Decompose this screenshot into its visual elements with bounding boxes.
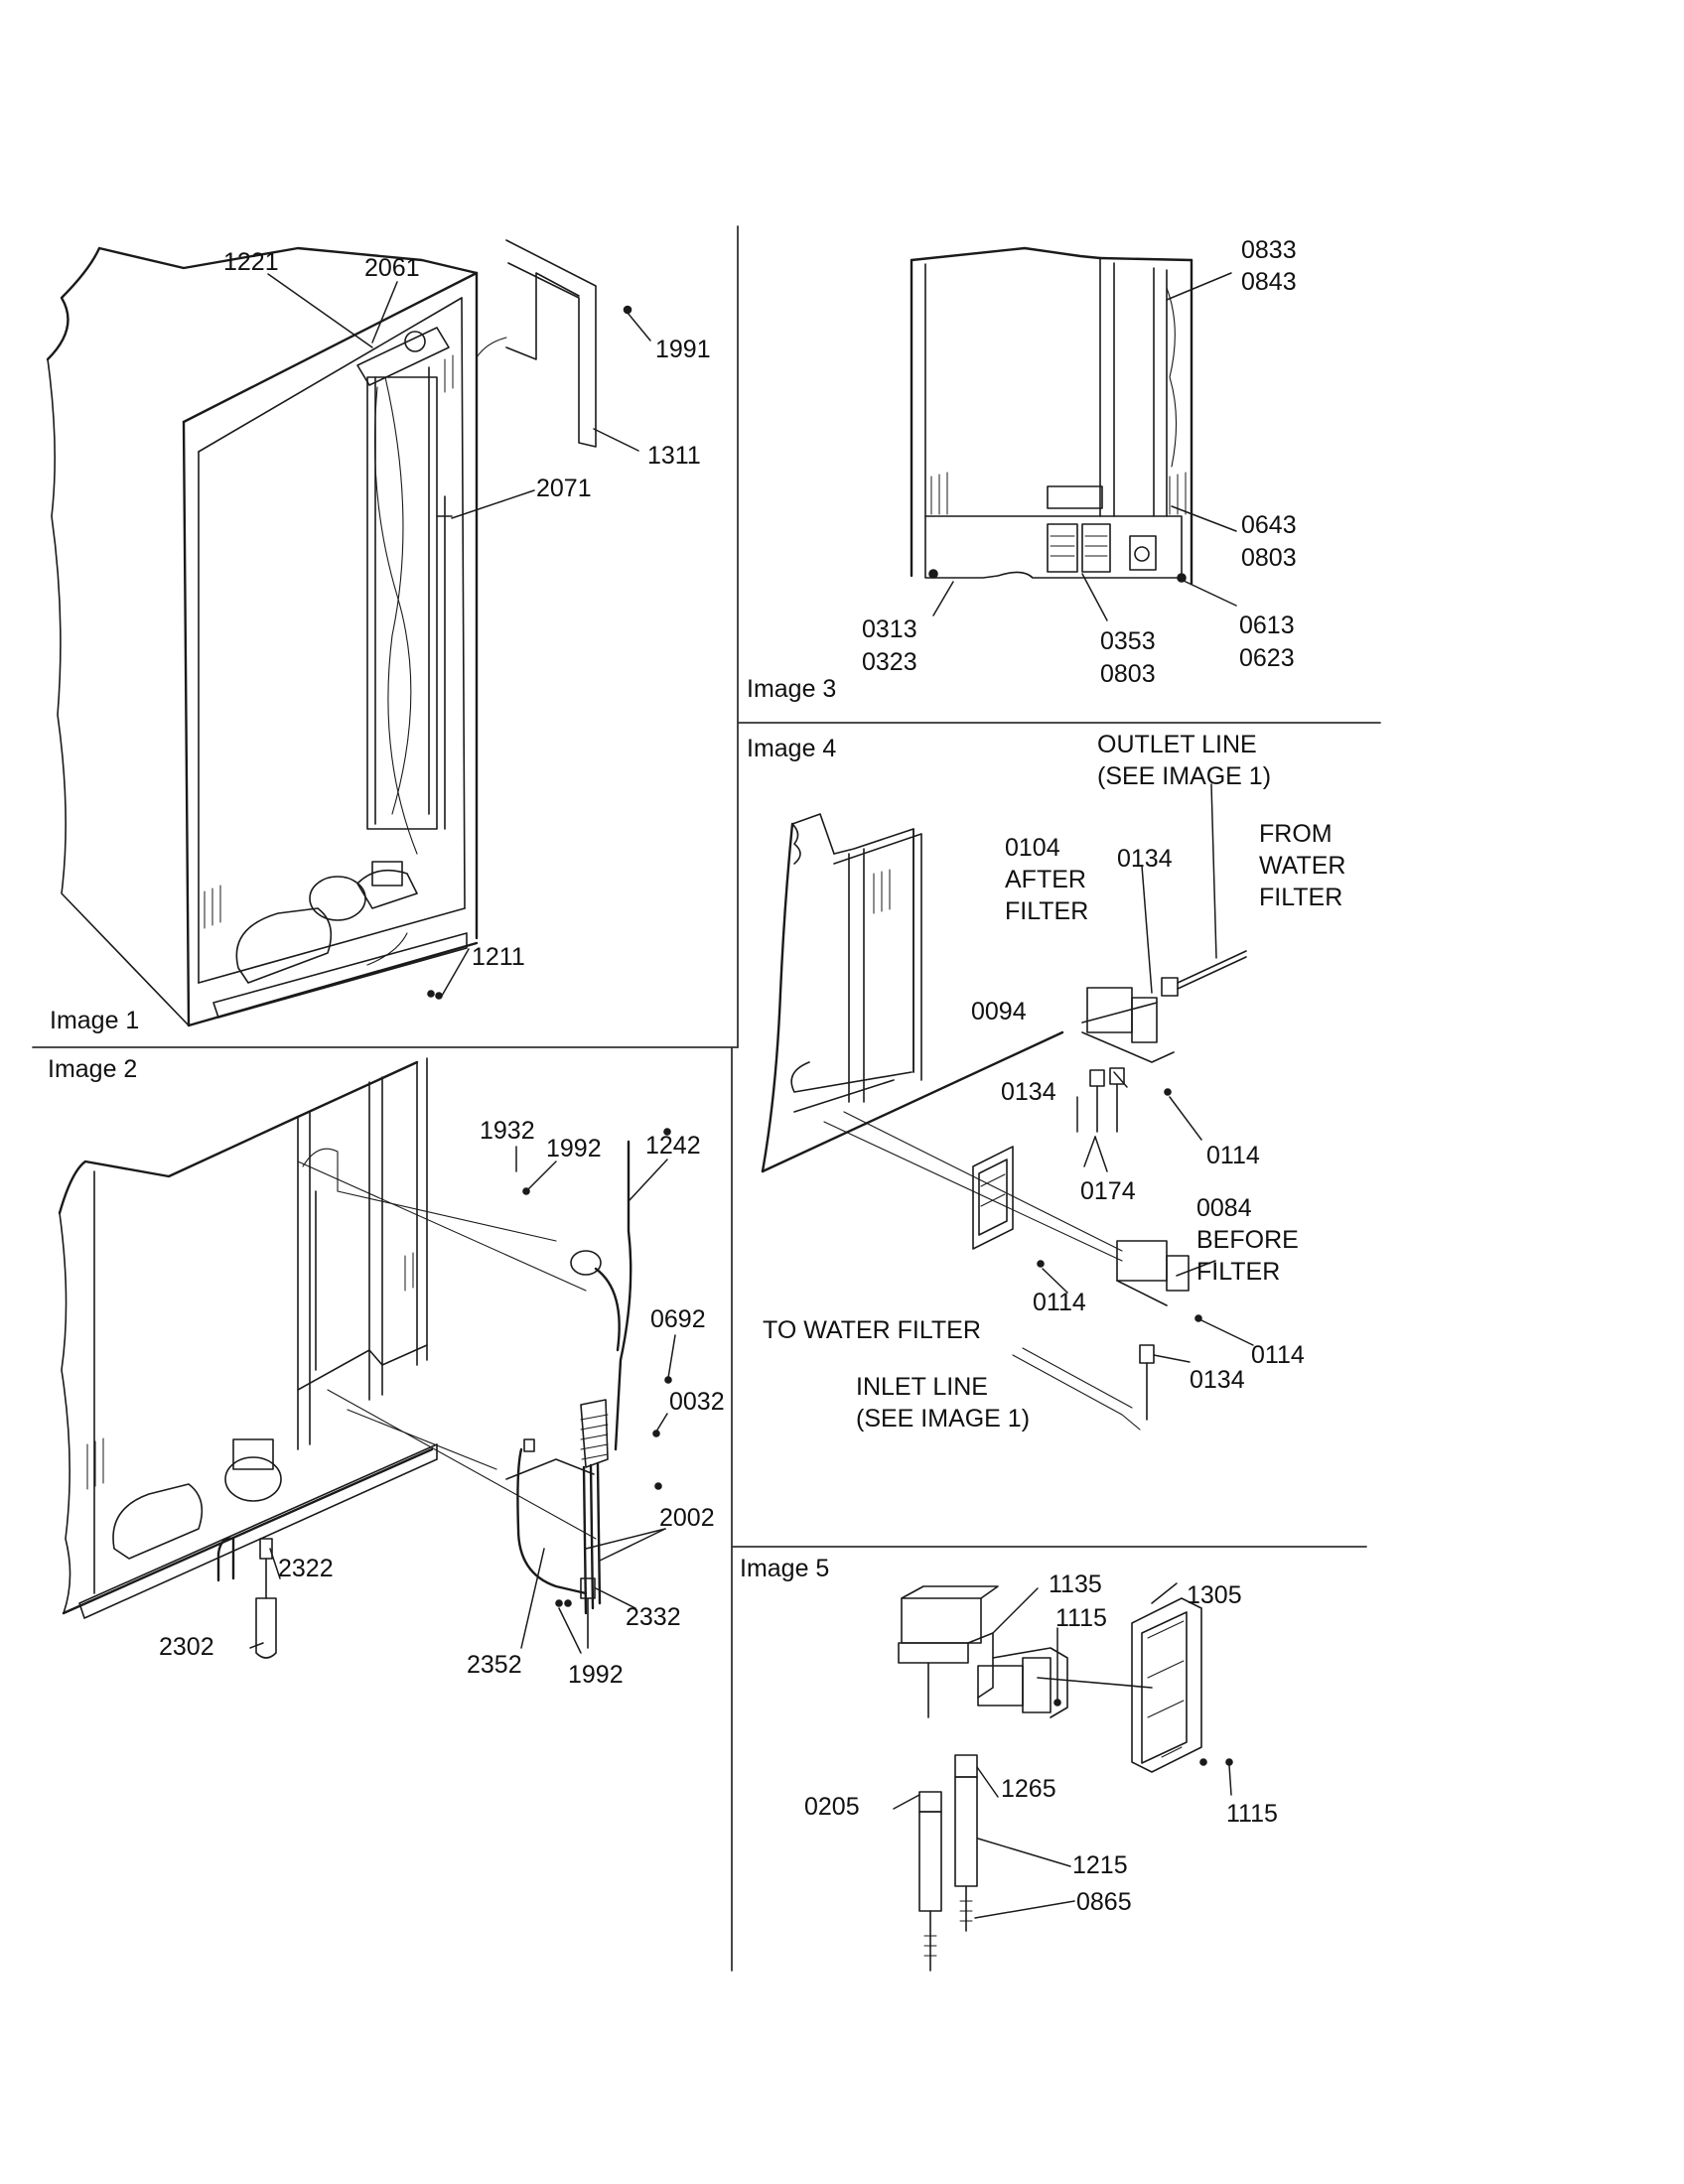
image2-callouts: 1932 1992 1242 0692 0032 2002 2322 2332 …: [159, 1117, 725, 1689]
callout-label: 1215: [1072, 1851, 1128, 1879]
image2-refrigerator-lower-drawing: [58, 1057, 672, 1659]
image4-callouts: OUTLET LINE (SEE IMAGE 1) FROM WATER FIL…: [763, 731, 1346, 1433]
image5-callouts: 1135 1305 1115 0205 1265 1115 1215 0865: [804, 1570, 1278, 1916]
callout-label: BEFORE: [1196, 1226, 1299, 1254]
callout-label: 0353: [1100, 627, 1156, 655]
image3-panel: 0833 0843 0643 0803 0313 0323 0353 0803 …: [747, 236, 1297, 703]
image1-callouts: 1221 2061 1991 1311 2071 1211: [223, 248, 711, 971]
image5-leader-lines: [893, 1582, 1232, 1919]
callout-label: FILTER: [1196, 1258, 1280, 1286]
callout-label: 1992: [546, 1135, 602, 1162]
callout-label: 2071: [536, 475, 592, 502]
callout-label: 0843: [1241, 268, 1297, 296]
image5-title: Image 5: [740, 1555, 829, 1582]
panel-dividers: [32, 225, 1381, 1972]
callout-label: 2322: [278, 1555, 334, 1582]
callout-label: 0613: [1239, 612, 1295, 639]
callout-label: 1211: [472, 943, 525, 971]
image1-refrigerator-back-drawing: [46, 239, 632, 1027]
image3-callouts: 0833 0843 0643 0803 0313 0323 0353 0803 …: [862, 236, 1297, 688]
callout-label: 2002: [659, 1504, 715, 1532]
callout-label: 0114: [1251, 1341, 1305, 1369]
callout-label: 0174: [1080, 1177, 1136, 1205]
callout-label: 1305: [1187, 1581, 1242, 1609]
callout-label: 1115: [1226, 1800, 1278, 1828]
image2-leader-lines: [249, 1146, 676, 1654]
callout-label: 2332: [626, 1603, 681, 1631]
callout-label: AFTER: [1005, 866, 1086, 893]
callout-label: TO WATER FILTER: [763, 1316, 981, 1344]
callout-label: 1311: [647, 442, 701, 470]
image3-title: Image 3: [747, 675, 836, 703]
callout-label: 1992: [568, 1661, 624, 1689]
image1-title: Image 1: [50, 1007, 139, 1034]
callout-label: 0803: [1100, 660, 1156, 688]
image4-title: Image 4: [747, 735, 836, 762]
image5-valve-parts-drawing: [898, 1585, 1233, 1972]
callout-label: FROM: [1259, 820, 1333, 848]
callout-label: WATER: [1259, 852, 1346, 880]
callout-label: 0323: [862, 648, 917, 676]
callout-label: 0094: [971, 998, 1027, 1025]
image1-panel: 1221 2061 1991 1311 2071 1211 Image 1: [46, 239, 711, 1034]
callout-label: 2302: [159, 1633, 214, 1661]
callout-label: 0104: [1005, 834, 1060, 862]
callout-label: 1265: [1001, 1775, 1056, 1803]
callout-label: 2352: [467, 1651, 522, 1679]
callout-label: 1221: [223, 248, 279, 276]
callout-label: FILTER: [1005, 897, 1088, 925]
callout-label: OUTLET LINE: [1097, 731, 1257, 758]
callout-label: 0313: [862, 615, 917, 643]
callout-label: (SEE IMAGE 1): [1097, 762, 1271, 790]
image4-leader-lines: [1042, 783, 1254, 1363]
callout-label: 0134: [1001, 1078, 1056, 1106]
callout-label: 0134: [1190, 1366, 1245, 1394]
callout-label: 0865: [1076, 1888, 1132, 1916]
image5-panel: 1135 1305 1115 0205 1265 1115 1215 0865 …: [740, 1555, 1278, 1972]
image3-refrigerator-base-drawing: [910, 246, 1193, 586]
callout-label: 0623: [1239, 644, 1295, 672]
callout-label: FILTER: [1259, 884, 1342, 911]
callout-label: 0032: [669, 1388, 725, 1416]
callout-label: 0692: [650, 1305, 706, 1333]
callout-label: 0084: [1196, 1194, 1252, 1222]
image1-leader-lines: [267, 273, 651, 997]
callout-label: 0803: [1241, 544, 1297, 572]
callout-label: 1135: [1049, 1570, 1102, 1598]
callout-label: 0833: [1241, 236, 1297, 264]
callout-label: 2061: [364, 254, 420, 282]
callout-label: 1242: [645, 1132, 701, 1160]
callout-label: 1932: [480, 1117, 535, 1145]
image4-panel: OUTLET LINE (SEE IMAGE 1) FROM WATER FIL…: [747, 731, 1346, 1433]
callout-label: 0114: [1033, 1289, 1086, 1316]
callout-label: 0114: [1206, 1142, 1260, 1169]
image2-title: Image 2: [48, 1055, 137, 1083]
callout-label: 0643: [1241, 511, 1297, 539]
callout-label: 1115: [1055, 1604, 1107, 1632]
callout-label: 0134: [1117, 845, 1173, 873]
callout-label: 0205: [804, 1793, 860, 1821]
callout-label: (SEE IMAGE 1): [856, 1405, 1030, 1433]
callout-label: 1991: [655, 336, 711, 363]
image4-valve-assembly-drawing: [761, 813, 1247, 1431]
image2-panel: 1932 1992 1242 0692 0032 2002 2322 2332 …: [48, 1055, 725, 1689]
image3-leader-lines: [932, 272, 1237, 621]
callout-label: INLET LINE: [856, 1373, 988, 1401]
